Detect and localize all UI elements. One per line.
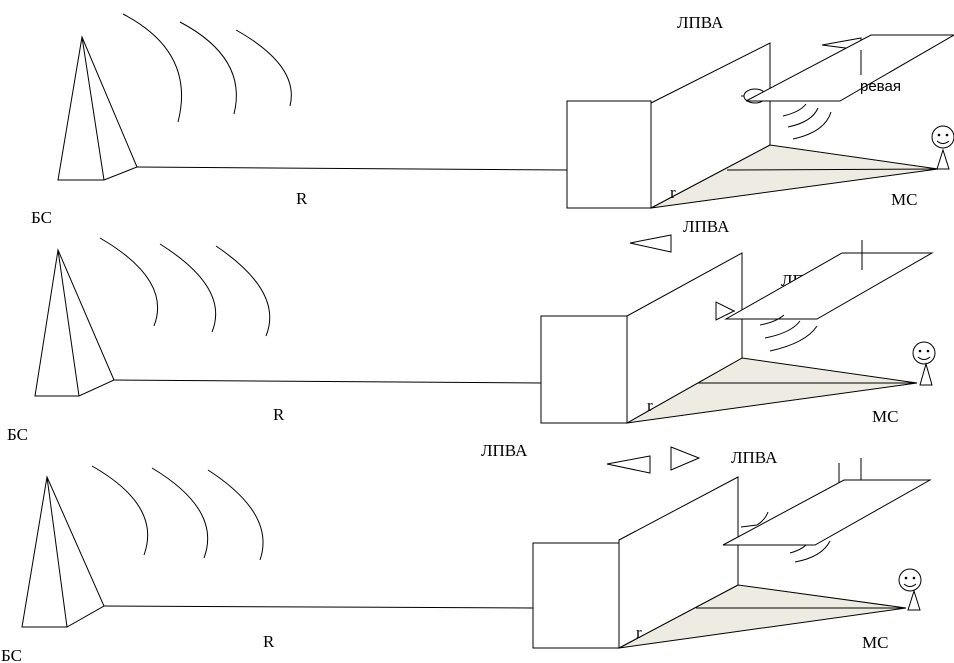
- mobile-station-2: [912, 341, 936, 386]
- ms-label-1: МС: [891, 190, 917, 209]
- lpva-arrow-2: [629, 234, 672, 253]
- path-line-3: [103, 605, 534, 609]
- roof-panel-1: [741, 34, 954, 140]
- radius-label-2: r: [647, 396, 653, 415]
- bs-label-2: БС: [7, 425, 28, 444]
- distance-label-1: R: [296, 189, 308, 208]
- ms-label-2: МС: [872, 407, 898, 426]
- lpva-label-1: ЛПВА: [677, 13, 724, 32]
- bs-label-1: БС: [31, 208, 52, 227]
- roof-panel-3: [722, 458, 932, 563]
- building-3: [532, 476, 907, 649]
- bs-label-3: БС: [1, 646, 22, 663]
- ms-label-3: МС: [862, 633, 888, 652]
- roof-panel-2: [715, 240, 934, 352]
- base-station-3: [21, 475, 105, 628]
- mobile-station-3: [898, 568, 922, 611]
- lpva-label-3a: ЛПВА: [481, 441, 528, 460]
- radius-label-3: r: [636, 623, 642, 642]
- building-1: [566, 42, 939, 209]
- lpva-arrow-3b: [670, 446, 701, 471]
- radius-label-1: r: [670, 183, 676, 202]
- lpva-arrow-3a: [606, 455, 651, 474]
- path-line-1: [136, 166, 568, 171]
- distance-label-2: R: [273, 405, 285, 424]
- roof-partial-label-1: ревая: [860, 78, 901, 95]
- building-2: [540, 252, 918, 424]
- distance-label-3: R: [263, 632, 275, 651]
- mobile-station-1: [931, 125, 954, 170]
- radio-waves-3: [91, 465, 264, 561]
- path-line-2: [113, 379, 542, 384]
- base-station-1: [57, 35, 138, 181]
- scenario-2: ЛПВА ЛП БС R r МС: [7, 217, 936, 444]
- base-station-2: [34, 248, 115, 397]
- lpva-label-2: ЛПВА: [683, 217, 730, 236]
- radio-waves-2: [99, 237, 271, 337]
- scenario-3: ЛПВА ЛПВА БС R r МС: [1, 441, 932, 663]
- lpva-label-3b: ЛПВА: [731, 448, 778, 467]
- scenario-1: БС R r МС ЛПВА ревая: [31, 13, 954, 227]
- radio-waves-1: [122, 13, 292, 123]
